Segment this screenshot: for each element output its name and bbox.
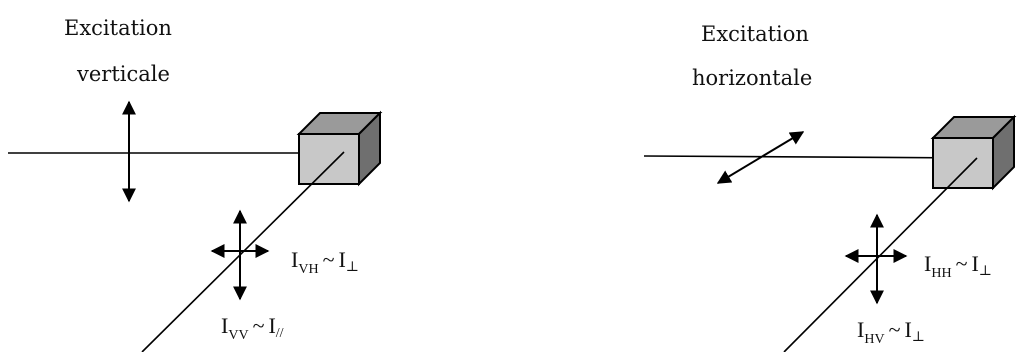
panel-horizontal-excitation: Excitation horizontale IHH~I⊥ IHV~I⊥ [511,0,1022,352]
label-ivh-sub: VH [298,262,319,277]
label-ihv-rel: ~ [888,317,901,342]
label-ihh: IHH~I⊥ [924,251,992,282]
label-ihv-rhs: I [904,317,912,342]
label-ivh-base: I [291,247,299,272]
label-ivh-rel: ~ [322,247,335,272]
label-ihv-rhs-sub: ⊥ [911,330,925,345]
label-ivv-base: I [221,313,229,338]
label-ihv: IHV~I⊥ [857,317,925,348]
vertical-excitation-diagram [8,100,383,352]
title-line-1: Excitation [64,16,172,40]
panel-vertical-excitation: Excitation verticale IVH~I⊥ IVV~I// [8,16,383,352]
incident-beam [643,155,977,159]
label-ihh-rel: ~ [955,251,968,276]
label-ivv-rhs: I [268,313,276,338]
label-ivv: IVV~I// [221,313,284,344]
sample-cube [930,114,1017,191]
label-ihh-base: I [924,251,932,276]
title-line-1: Excitation [701,22,809,46]
horizontal-excitation-diagram [643,114,1017,352]
label-ihh-rhs-sub: ⊥ [978,264,992,279]
title-line-2: verticale [77,62,170,86]
label-ivv-sub: VV [228,328,249,343]
title-line-2: horizontale [692,66,813,90]
horizontal-polarization-arrow [716,131,805,184]
label-ivh-rhs: I [338,247,346,272]
label-ihv-sub: HV [864,332,885,347]
sample-cube [296,110,383,187]
label-ivv-rhs-sub: // [275,326,284,341]
label-ihv-base: I [857,317,865,342]
label-ivh: IVH~I⊥ [291,247,359,278]
label-ivv-rel: ~ [252,313,265,338]
label-ihh-rhs: I [971,251,979,276]
label-ivh-rhs-sub: ⊥ [345,260,359,275]
label-ihh-sub: HH [931,266,952,281]
